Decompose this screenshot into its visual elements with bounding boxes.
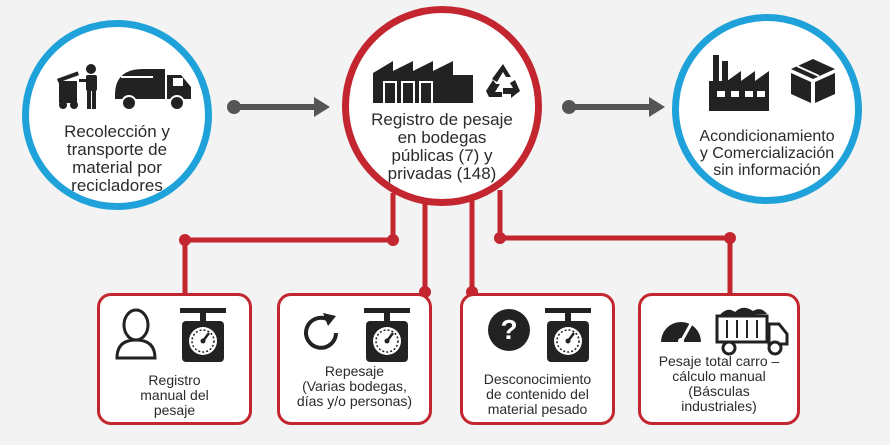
connector-dots (179, 232, 736, 298)
method-total-cart-weighing: Pesaje total carro – cálculo manual (Bás… (638, 293, 800, 425)
question-icon: ? (488, 309, 530, 351)
scale-icon (364, 308, 410, 362)
method-manual-record-text: Registro manual del pesaje (140, 372, 209, 419)
method-total-cart-weighing-text: Pesaje total carro – cálculo manual (Bás… (658, 353, 780, 415)
warehouse-icon (373, 61, 473, 103)
boxes-icon (791, 59, 835, 103)
person-icon (115, 308, 157, 360)
stage-conditioning-text: Acondicionamiento y Comercialización sin… (699, 128, 835, 179)
refresh-icon (304, 313, 338, 350)
method-unknown-content-text: Desconocimiento de contenido del materia… (483, 371, 592, 418)
svg-text:?: ? (500, 314, 517, 345)
stage-collection-text: Recolección y transporte de material por… (64, 122, 170, 195)
method-manual-record: Registro manual del pesaje (97, 293, 252, 425)
speedometer-icon (661, 322, 701, 344)
factory-icon (709, 55, 769, 111)
method-unknown-content: ? Desconocimiento de contenido del mater… (460, 293, 615, 425)
stage-weighing-text: Registro de pesaje en bodegas públicas (… (371, 110, 513, 183)
stage-weighing: Registro de pesaje en bodegas públicas (… (342, 6, 542, 206)
dump-truck-icon (715, 307, 789, 356)
red-connectors (182, 190, 733, 296)
person-trash-bin-icon (57, 64, 97, 109)
method-reweighing-text: Repesaje (Varias bodegas, días y/o perso… (296, 363, 413, 410)
flow-arrow-2 (562, 97, 665, 117)
recycle-icon (486, 64, 520, 98)
method-reweighing: Repesaje (Varias bodegas, días y/o perso… (277, 293, 432, 425)
garbage-truck-icon (115, 69, 191, 111)
stage-collection: Recolección y transporte de material por… (22, 20, 212, 210)
scale-icon (180, 308, 226, 362)
scale-icon (545, 308, 591, 362)
stage-conditioning: Acondicionamiento y Comercialización sin… (672, 14, 862, 204)
flow-arrow-1 (227, 97, 330, 117)
